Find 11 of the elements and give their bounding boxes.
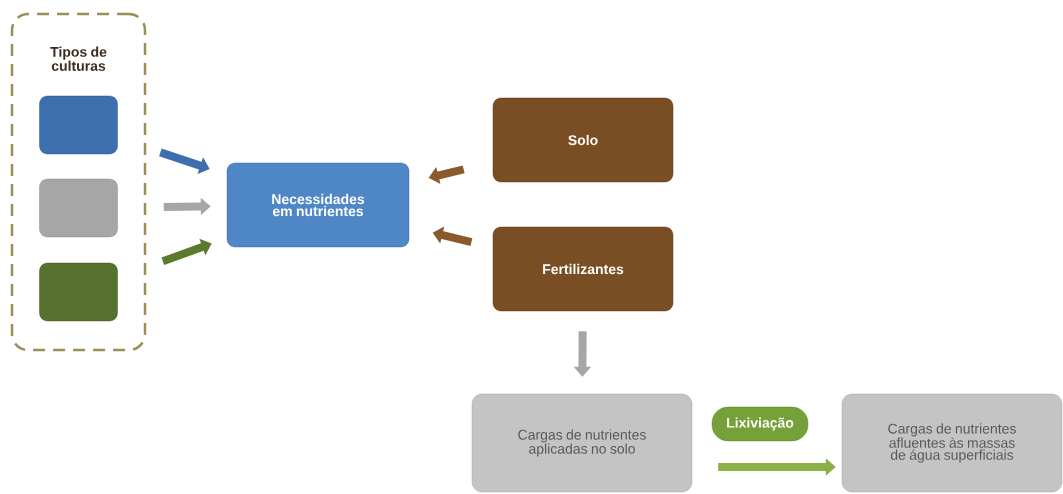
- crop-box: [39, 95, 118, 155]
- arrow: [161, 238, 212, 266]
- process-pill: Lixiviação: [711, 406, 809, 442]
- crop-box: [39, 178, 118, 238]
- result-box: Cargas de nutrientes afluentes às massas de água superficiais: [841, 393, 1063, 493]
- source-box: Solo: [492, 97, 674, 183]
- process-box: Necessidades em nutrientes: [226, 162, 410, 248]
- source-box: Fertilizantes: [492, 226, 674, 312]
- result-box: Cargas de nutrientes aplicadas no solo: [471, 393, 693, 493]
- group-title: Tipos de culturas: [50, 46, 107, 71]
- crop-box: [39, 262, 118, 322]
